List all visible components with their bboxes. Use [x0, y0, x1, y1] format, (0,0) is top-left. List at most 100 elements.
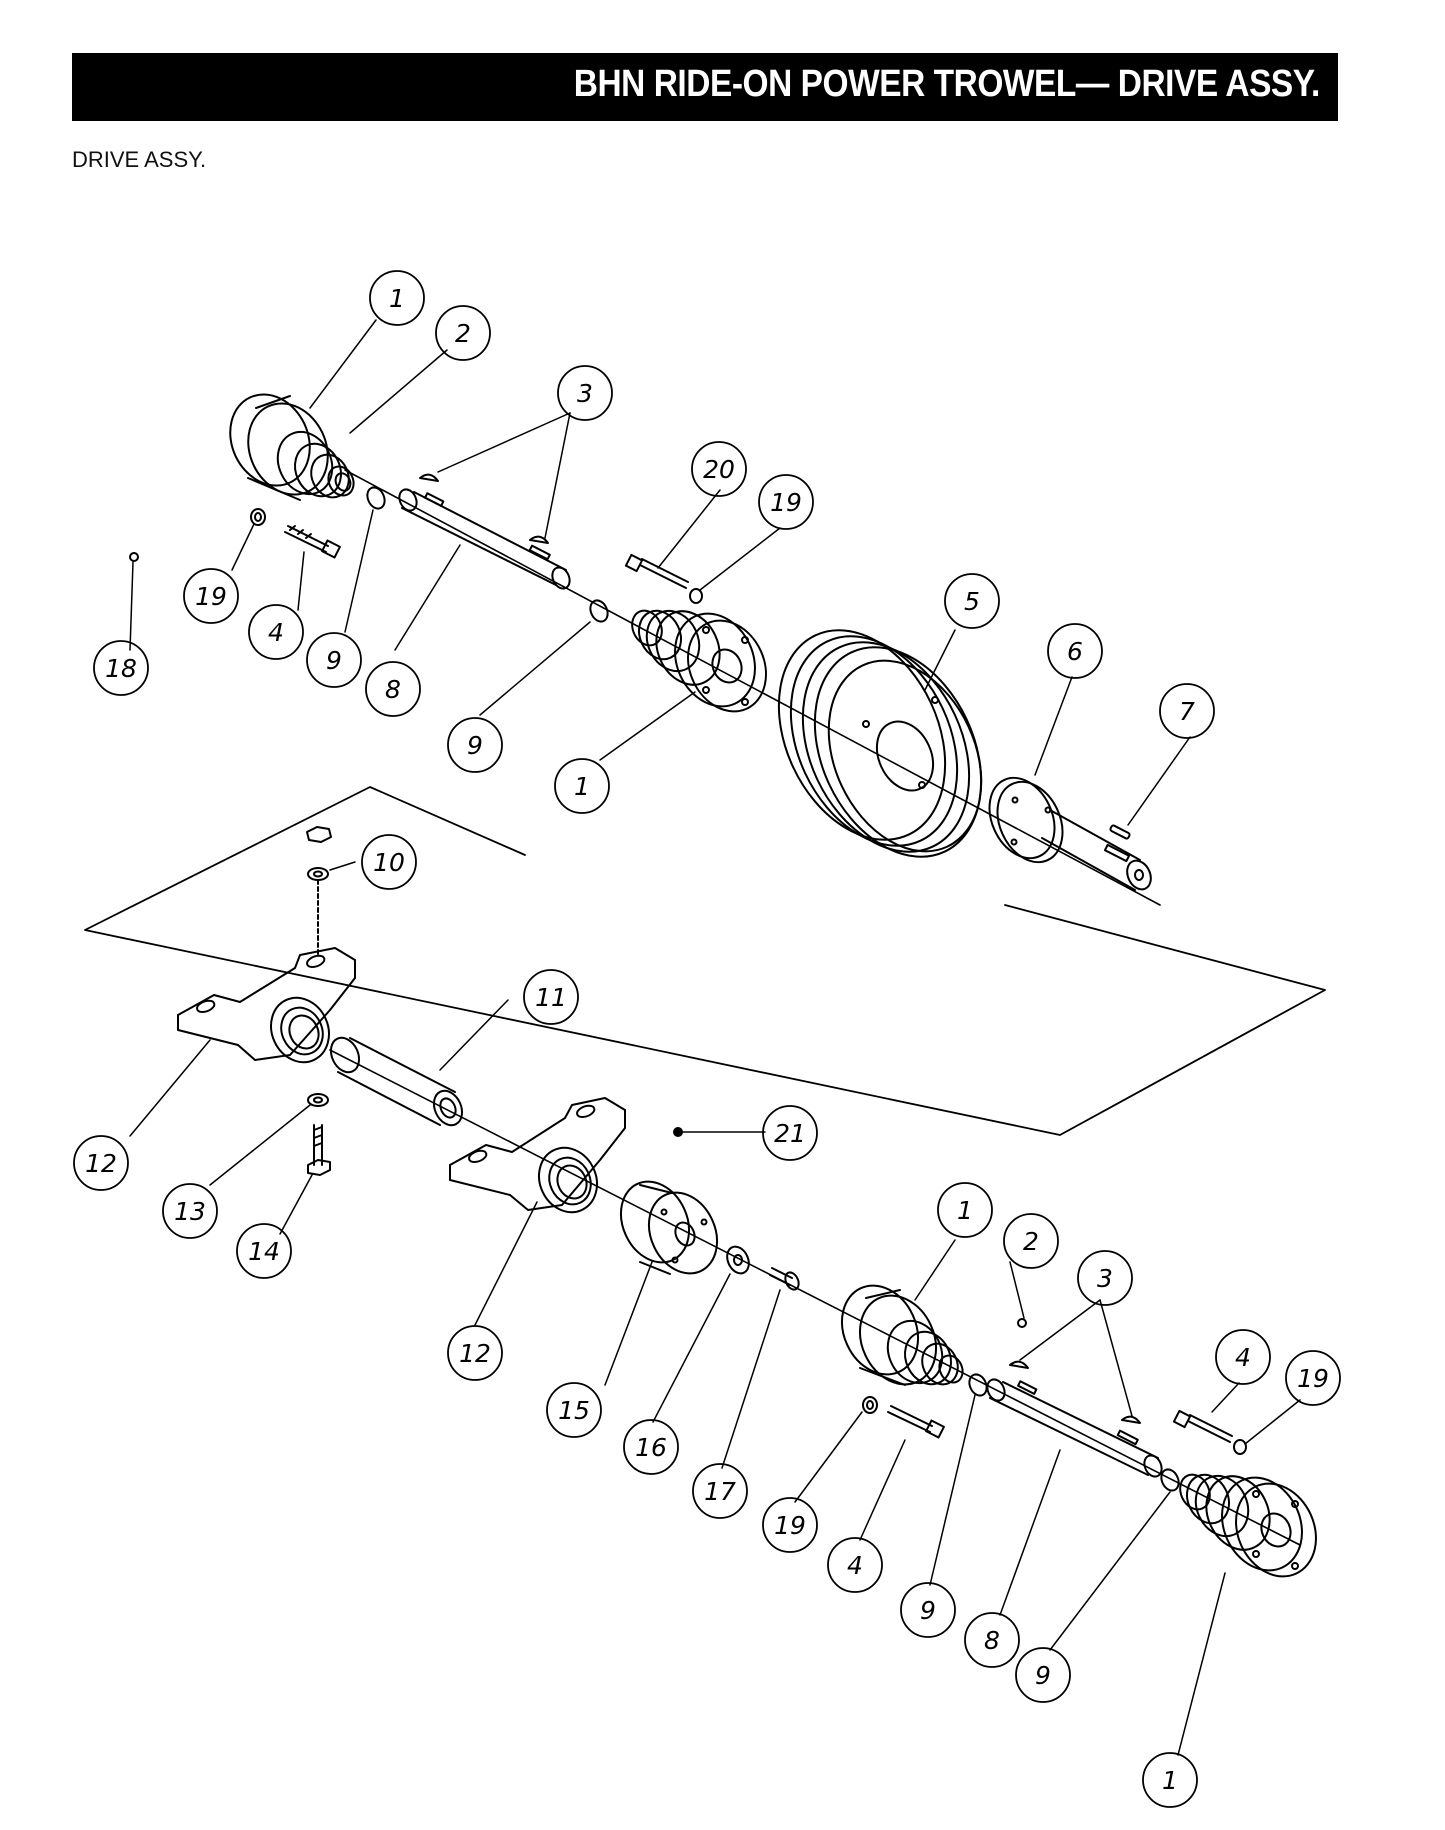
callout-4: 4 — [248, 604, 304, 660]
set-screw-21 — [673, 1127, 683, 1137]
washer-9b — [589, 599, 609, 623]
nut-10 — [306, 826, 332, 956]
svg-text:6: 6 — [1067, 637, 1083, 666]
hub-15 — [619, 1180, 719, 1275]
callout-8: 8 — [964, 1612, 1020, 1668]
leader-lines — [129, 319, 1301, 1756]
callout-17: 17 — [692, 1463, 748, 1519]
svg-text:10: 10 — [373, 848, 405, 877]
svg-text:1: 1 — [389, 284, 405, 313]
washer-9d — [1160, 1468, 1180, 1492]
svg-text:2: 2 — [455, 319, 471, 348]
svg-text:19: 19 — [1297, 1364, 1329, 1393]
svg-text:9: 9 — [467, 731, 483, 760]
svg-text:19: 19 — [770, 488, 802, 517]
washer-19d — [1233, 1439, 1247, 1455]
page-title: BHN RIDE-ON POWER TROWEL— DRIVE ASSY. — [573, 63, 1321, 105]
callout-12: 12 — [447, 1325, 503, 1381]
callout-1: 1 — [937, 1182, 993, 1238]
bolt-4c — [887, 1405, 945, 1439]
washer-19a — [250, 508, 266, 526]
upper-coupling-left-1 — [229, 393, 355, 501]
callout-3: 3 — [557, 365, 613, 421]
washer-9a — [366, 486, 386, 510]
washer-9c — [968, 1373, 988, 1397]
svg-text:13: 13 — [174, 1197, 206, 1226]
svg-text:9: 9 — [920, 1596, 936, 1625]
bearing-block-12a — [177, 947, 356, 1064]
svg-text:1: 1 — [574, 772, 590, 801]
callout-12: 12 — [73, 1135, 129, 1191]
svg-text:12: 12 — [459, 1339, 491, 1368]
svg-text:17: 17 — [704, 1477, 736, 1506]
shaft-8b — [986, 1378, 1163, 1478]
title-bar: BHN RIDE-ON POWER TROWEL— DRIVE ASSY. — [72, 53, 1338, 121]
washer-19b — [689, 588, 703, 604]
callout-9: 9 — [1015, 1647, 1071, 1703]
washer-13 — [307, 1093, 329, 1107]
axis-lines — [329, 469, 1301, 1546]
svg-text:20: 20 — [703, 455, 735, 484]
svg-text:4: 4 — [1235, 1343, 1251, 1372]
callout-4: 4 — [1215, 1329, 1271, 1385]
callout-5: 5 — [944, 573, 1000, 629]
svg-text:5: 5 — [964, 587, 980, 616]
bolt-4a — [284, 525, 341, 559]
svg-text:1: 1 — [1162, 1766, 1178, 1795]
shaft-8a — [398, 488, 571, 590]
lower-coupling-right-1 — [1179, 1473, 1317, 1578]
callout-18: 18 — [93, 640, 149, 696]
bolt-14 — [307, 1124, 331, 1176]
shaft-6 — [1041, 809, 1152, 891]
svg-text:18: 18 — [105, 654, 137, 683]
callout-1: 1 — [554, 758, 610, 814]
hub-6 — [988, 776, 1064, 864]
lower-coupling-left-1 — [841, 1284, 964, 1386]
svg-text:4: 4 — [847, 1551, 863, 1580]
callout-19: 19 — [758, 474, 814, 530]
callout-4: 4 — [827, 1537, 883, 1593]
callout-20: 20 — [691, 441, 747, 497]
callout-19: 19 — [183, 568, 239, 624]
callout-2: 2 — [435, 305, 491, 361]
callout-21: 21 — [762, 1105, 818, 1161]
callout-11: 11 — [523, 969, 579, 1025]
screw-2b — [1017, 1318, 1027, 1328]
assembly-frame — [84, 786, 1326, 1136]
key-7 — [1109, 824, 1131, 840]
svg-text:3: 3 — [577, 379, 593, 408]
svg-text:8: 8 — [984, 1626, 1000, 1655]
callout-13: 13 — [162, 1183, 218, 1239]
washer-16 — [726, 1245, 750, 1275]
svg-text:3: 3 — [1097, 1264, 1113, 1293]
callout-19: 19 — [762, 1497, 818, 1553]
svg-text:7: 7 — [1179, 697, 1195, 726]
pulley-5 — [777, 629, 983, 858]
svg-text:11: 11 — [535, 983, 567, 1012]
callout-8: 8 — [365, 661, 421, 717]
svg-text:4: 4 — [268, 618, 284, 647]
callout-19: 19 — [1285, 1350, 1341, 1406]
callout-1: 1 — [369, 270, 425, 326]
callouts: 1 2 3 20 19 5 6 7 19 4 18 9 8 9 1 10 11 … — [73, 270, 1341, 1808]
bolt-20 — [624, 553, 689, 589]
upper-coupling-right-1 — [631, 609, 767, 713]
svg-text:16: 16 — [635, 1433, 667, 1462]
sleeve-11 — [329, 1036, 464, 1127]
callout-1: 1 — [1142, 1752, 1198, 1808]
callout-9: 9 — [447, 717, 503, 773]
svg-text:19: 19 — [774, 1511, 806, 1540]
callout-3: 3 — [1077, 1250, 1133, 1306]
bolt-4b — [1172, 1409, 1233, 1443]
svg-text:14: 14 — [248, 1237, 280, 1266]
svg-text:8: 8 — [385, 675, 401, 704]
svg-text:9: 9 — [326, 646, 342, 675]
svg-text:21: 21 — [774, 1119, 806, 1148]
svg-text:2: 2 — [1023, 1227, 1039, 1256]
svg-text:12: 12 — [85, 1149, 117, 1178]
washer-19c — [862, 1396, 878, 1414]
key-3a — [419, 473, 549, 544]
callout-2: 2 — [1003, 1213, 1059, 1269]
svg-text:15: 15 — [558, 1396, 590, 1425]
